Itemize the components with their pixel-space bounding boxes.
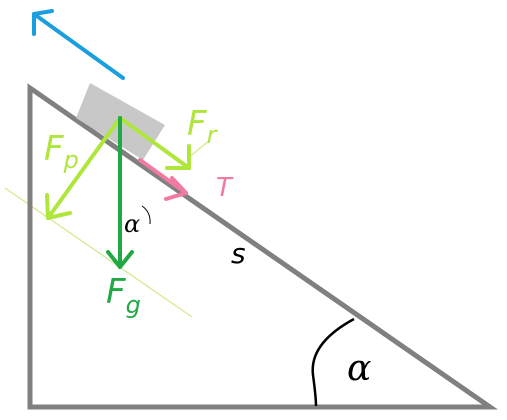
label-fr: Fr	[187, 104, 219, 149]
label-angle-inner: α	[124, 210, 140, 238]
motion-arrow-icon	[32, 9, 125, 80]
incline-triangle	[27, 83, 498, 410]
label-angle-base: α	[347, 348, 371, 389]
label-fp: Fp	[44, 129, 79, 174]
angle-arc-inner	[141, 205, 151, 225]
label-fg: Fg	[106, 272, 141, 319]
guide-line	[4, 187, 193, 318]
force-reaction-arrow	[118, 116, 191, 170]
friction-arrow	[138, 158, 188, 201]
label-distance: s	[231, 237, 246, 270]
force-gravity-arrow	[106, 116, 134, 269]
guide-line-short	[187, 139, 211, 159]
angle-arc-base	[311, 317, 355, 407]
force-parallel-arrow	[45, 116, 122, 220]
label-friction: T	[216, 173, 234, 203]
